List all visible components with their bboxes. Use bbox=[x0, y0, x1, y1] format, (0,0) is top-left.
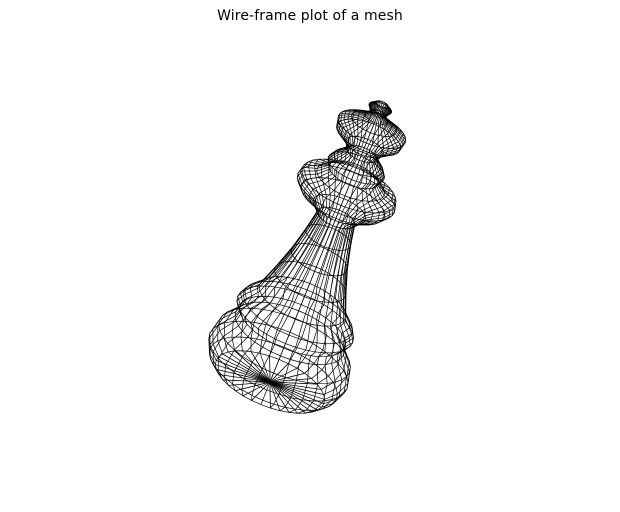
mesh-base-spoke bbox=[269, 372, 305, 383]
mesh-meridian bbox=[269, 106, 405, 408]
mesh-base-spoke bbox=[222, 353, 271, 383]
mesh-meridian bbox=[209, 101, 377, 383]
mesh-base-spoke bbox=[251, 381, 271, 401]
mesh-meridian bbox=[208, 101, 377, 383]
mesh-meridian bbox=[250, 100, 381, 383]
mesh-meridian bbox=[269, 101, 383, 383]
mesh-lines bbox=[208, 100, 407, 414]
mesh-meridian bbox=[269, 105, 406, 396]
mesh-base-spoke bbox=[234, 350, 271, 383]
mesh-meridian bbox=[232, 104, 379, 392]
mesh-meridian bbox=[269, 106, 406, 405]
mesh-base-spoke bbox=[269, 381, 306, 414]
mesh-base-spoke bbox=[269, 363, 289, 383]
mesh-base-spoke bbox=[216, 369, 271, 383]
mesh-meridian bbox=[269, 107, 385, 413]
mesh-base-spoke bbox=[269, 381, 324, 404]
mesh-base-spoke bbox=[269, 381, 318, 411]
mesh-meridian bbox=[212, 102, 377, 383]
mesh-meridian bbox=[231, 100, 379, 383]
mesh-base-spoke bbox=[269, 381, 318, 385]
mesh-base-spoke bbox=[216, 360, 271, 383]
mesh-meridian bbox=[269, 107, 395, 414]
mesh-meridian bbox=[269, 102, 390, 383]
mesh-meridian bbox=[217, 100, 378, 383]
mesh-meridian bbox=[224, 104, 378, 386]
mesh-meridian bbox=[269, 102, 394, 383]
mesh-meridian bbox=[269, 106, 384, 412]
mesh-base-spoke bbox=[235, 381, 271, 392]
mesh-meridian bbox=[269, 106, 383, 409]
mesh-meridian bbox=[217, 103, 378, 383]
mesh-meridian bbox=[260, 106, 382, 405]
mesh-meridian bbox=[241, 105, 380, 397]
mesh-meridian bbox=[251, 105, 381, 402]
mesh-base-spoke bbox=[222, 379, 271, 383]
mesh-base-spoke bbox=[269, 381, 290, 413]
mesh-base-spoke bbox=[269, 381, 324, 395]
mesh-meridian bbox=[269, 106, 402, 411]
figure-title: Wire-frame plot of a mesh bbox=[217, 8, 403, 24]
mesh-meridian bbox=[269, 106, 399, 413]
mesh-base-spoke bbox=[250, 351, 271, 383]
